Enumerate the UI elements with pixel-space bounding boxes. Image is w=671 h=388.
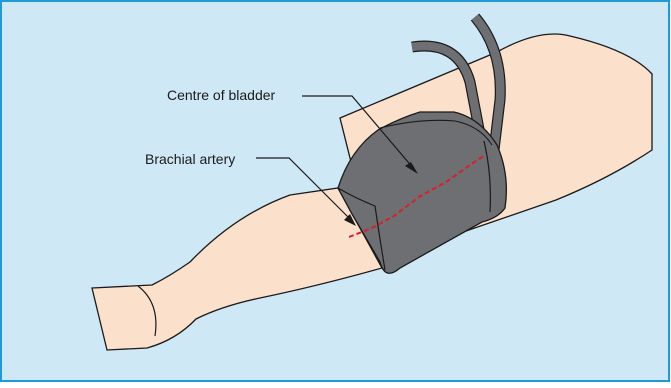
brachial-artery-text: Brachial artery xyxy=(145,151,235,167)
centre-of-bladder-text: Centre of bladder xyxy=(167,87,276,103)
